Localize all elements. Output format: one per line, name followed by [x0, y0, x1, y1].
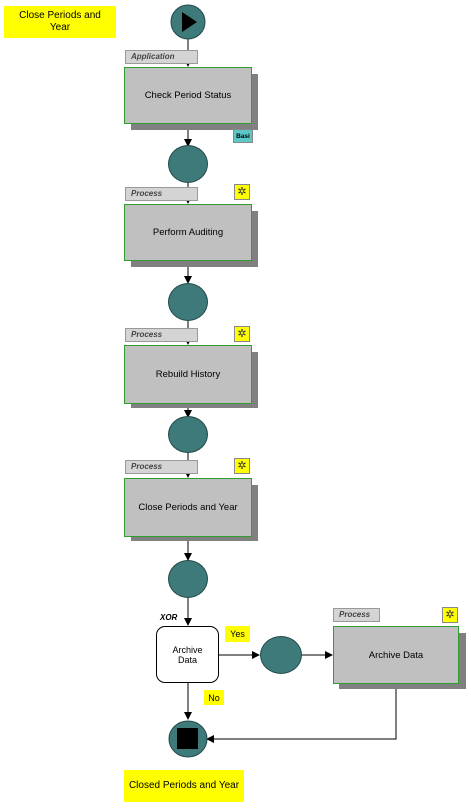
end-event[interactable] — [168, 720, 208, 758]
step-3-tag: Process — [125, 328, 198, 342]
archive-step-box[interactable]: Archive Data — [333, 626, 459, 684]
yes-label: Yes — [225, 626, 250, 642]
step-2-box[interactable]: Perform Auditing — [124, 204, 252, 261]
gear-icon: ✲ — [442, 607, 458, 623]
connector-5[interactable] — [260, 636, 302, 674]
start-note: Close Periods and Year — [4, 6, 116, 38]
decision-gateway[interactable]: Archive Data — [156, 626, 219, 683]
archive-step-tag: Process — [333, 608, 380, 622]
start-play-icon — [170, 4, 206, 40]
step-1-tag: Application — [125, 50, 198, 64]
connector-4[interactable] — [168, 560, 208, 598]
step-2-tag: Process — [125, 187, 198, 201]
end-stop-icon — [168, 720, 208, 758]
decision-tag: XOR — [160, 613, 178, 622]
gear-icon: ✲ — [234, 326, 250, 342]
step-4-box[interactable]: Close Periods and Year — [124, 478, 252, 537]
connector-3[interactable] — [168, 416, 208, 453]
step-3-box[interactable]: Rebuild History — [124, 345, 252, 404]
no-label: No — [204, 690, 224, 705]
end-note: Closed Periods and Year — [124, 770, 244, 802]
connector-2[interactable] — [168, 283, 208, 321]
connector-1[interactable] — [168, 145, 208, 183]
step-1-box[interactable]: Check Period Status — [124, 67, 252, 124]
basic-badge: Basi — [233, 129, 253, 143]
step-4-tag: Process — [125, 460, 198, 474]
start-event[interactable] — [170, 4, 206, 40]
gear-icon: ✲ — [234, 184, 250, 200]
gear-icon: ✲ — [234, 458, 250, 474]
